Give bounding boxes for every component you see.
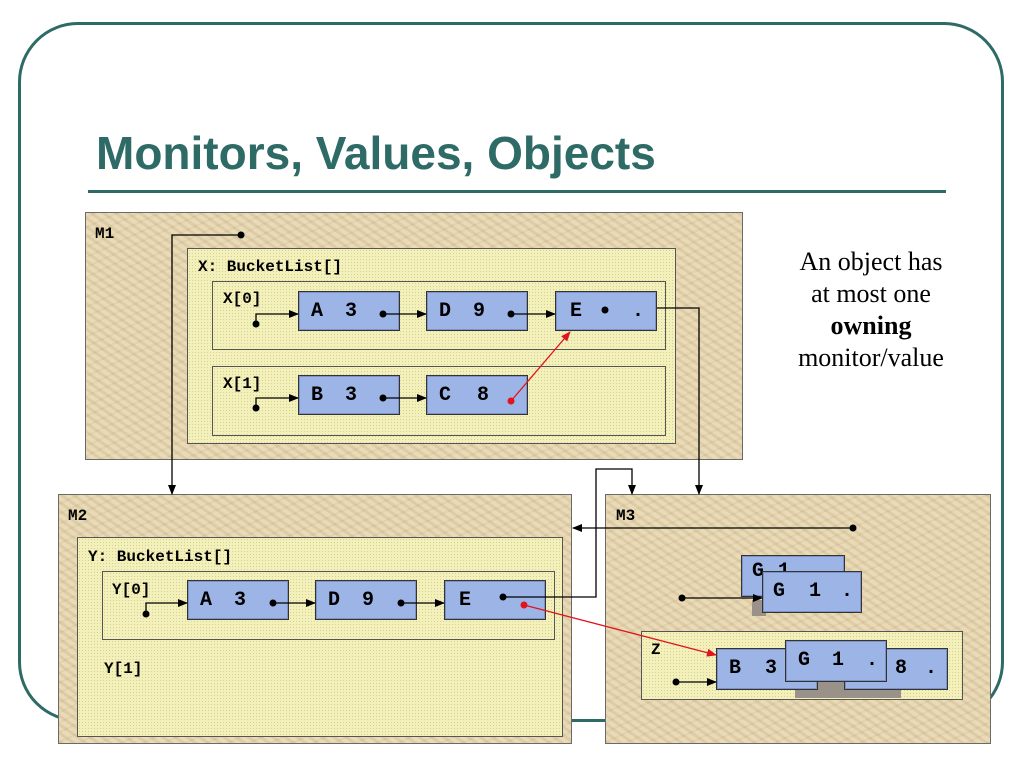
note-line-2: at most one: [811, 279, 931, 308]
node-key: G: [798, 649, 811, 672]
node-value: 8: [477, 384, 490, 407]
node-key: A: [311, 300, 324, 323]
slide-title: Monitors, Values, Objects: [96, 127, 656, 179]
note-line-3: owning: [830, 311, 912, 340]
note-line-1: An object has: [799, 247, 943, 276]
monitor-m3-label: M3: [616, 507, 636, 525]
node-key: C: [439, 384, 452, 407]
node-value: 9: [362, 589, 375, 612]
x0-label: X[0]: [223, 290, 262, 308]
z-label: Z: [651, 641, 661, 659]
node-tail: .: [841, 580, 854, 603]
node-tail: .: [925, 657, 938, 680]
node-y0-e: E: [444, 580, 546, 620]
x-bucketlist-label: X: BucketList[]: [198, 258, 343, 276]
ownership-note: An object has at most one owning monitor…: [760, 246, 982, 374]
monitor-m3: [605, 494, 991, 744]
note-line-4: monitor/value: [798, 343, 944, 372]
node-value: 3: [345, 384, 358, 407]
node-value: 1: [832, 649, 845, 672]
node-key: G: [773, 580, 786, 603]
monitor-m1-label: M1: [95, 225, 115, 243]
node-key: E: [570, 300, 583, 323]
node-key: E: [459, 589, 472, 612]
node-value: 1: [809, 580, 822, 603]
monitor-m2-label: M2: [68, 507, 88, 525]
node-key: A: [200, 589, 213, 612]
node-key: D: [328, 589, 341, 612]
y-bucketlist-label: Y: BucketList[]: [88, 548, 233, 566]
node-value: 8: [895, 657, 908, 680]
node-value: 3: [234, 589, 247, 612]
node-value: 3: [345, 300, 358, 323]
node-key: D: [439, 300, 452, 323]
node-key: B: [729, 657, 742, 680]
y0-label: Y[0]: [112, 581, 151, 599]
title-divider: [88, 190, 946, 193]
node-value: 9: [473, 300, 486, 323]
node-key: G: [752, 560, 765, 583]
node-value: 3: [765, 657, 778, 680]
node-x0-e: E.: [555, 291, 657, 331]
node-tail: .: [866, 649, 879, 672]
node-key: B: [311, 384, 324, 407]
node-tail: .: [632, 300, 645, 323]
x1-label: X[1]: [223, 375, 262, 393]
y1-label: Y[1]: [104, 660, 143, 678]
